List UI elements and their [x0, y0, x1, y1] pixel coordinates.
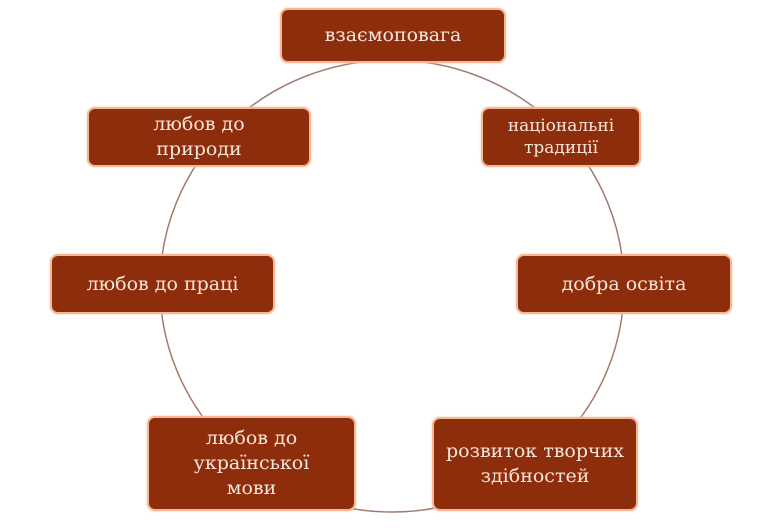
node-love-of-work: любов до праці: [50, 254, 275, 314]
node-mutual-respect: взаємоповага: [280, 8, 506, 63]
node-label: національні традиції: [507, 116, 615, 158]
node-national-traditions: національні традиції: [481, 107, 641, 167]
node-love-of-nature: любов до природи: [87, 107, 311, 167]
node-label: любов до праці: [86, 272, 239, 295]
node-creative-development: розвиток творчих здібностей: [432, 417, 638, 511]
node-label: любов до української мови: [193, 427, 310, 499]
node-label: добра освіта: [561, 272, 687, 295]
node-love-ukrainian-language: любов до української мови: [147, 416, 356, 511]
node-label: розвиток творчих здібностей: [446, 440, 624, 487]
node-good-education: добра освіта: [516, 254, 732, 314]
node-label: любов до природи: [153, 113, 245, 160]
node-label: взаємоповага: [324, 24, 462, 46]
